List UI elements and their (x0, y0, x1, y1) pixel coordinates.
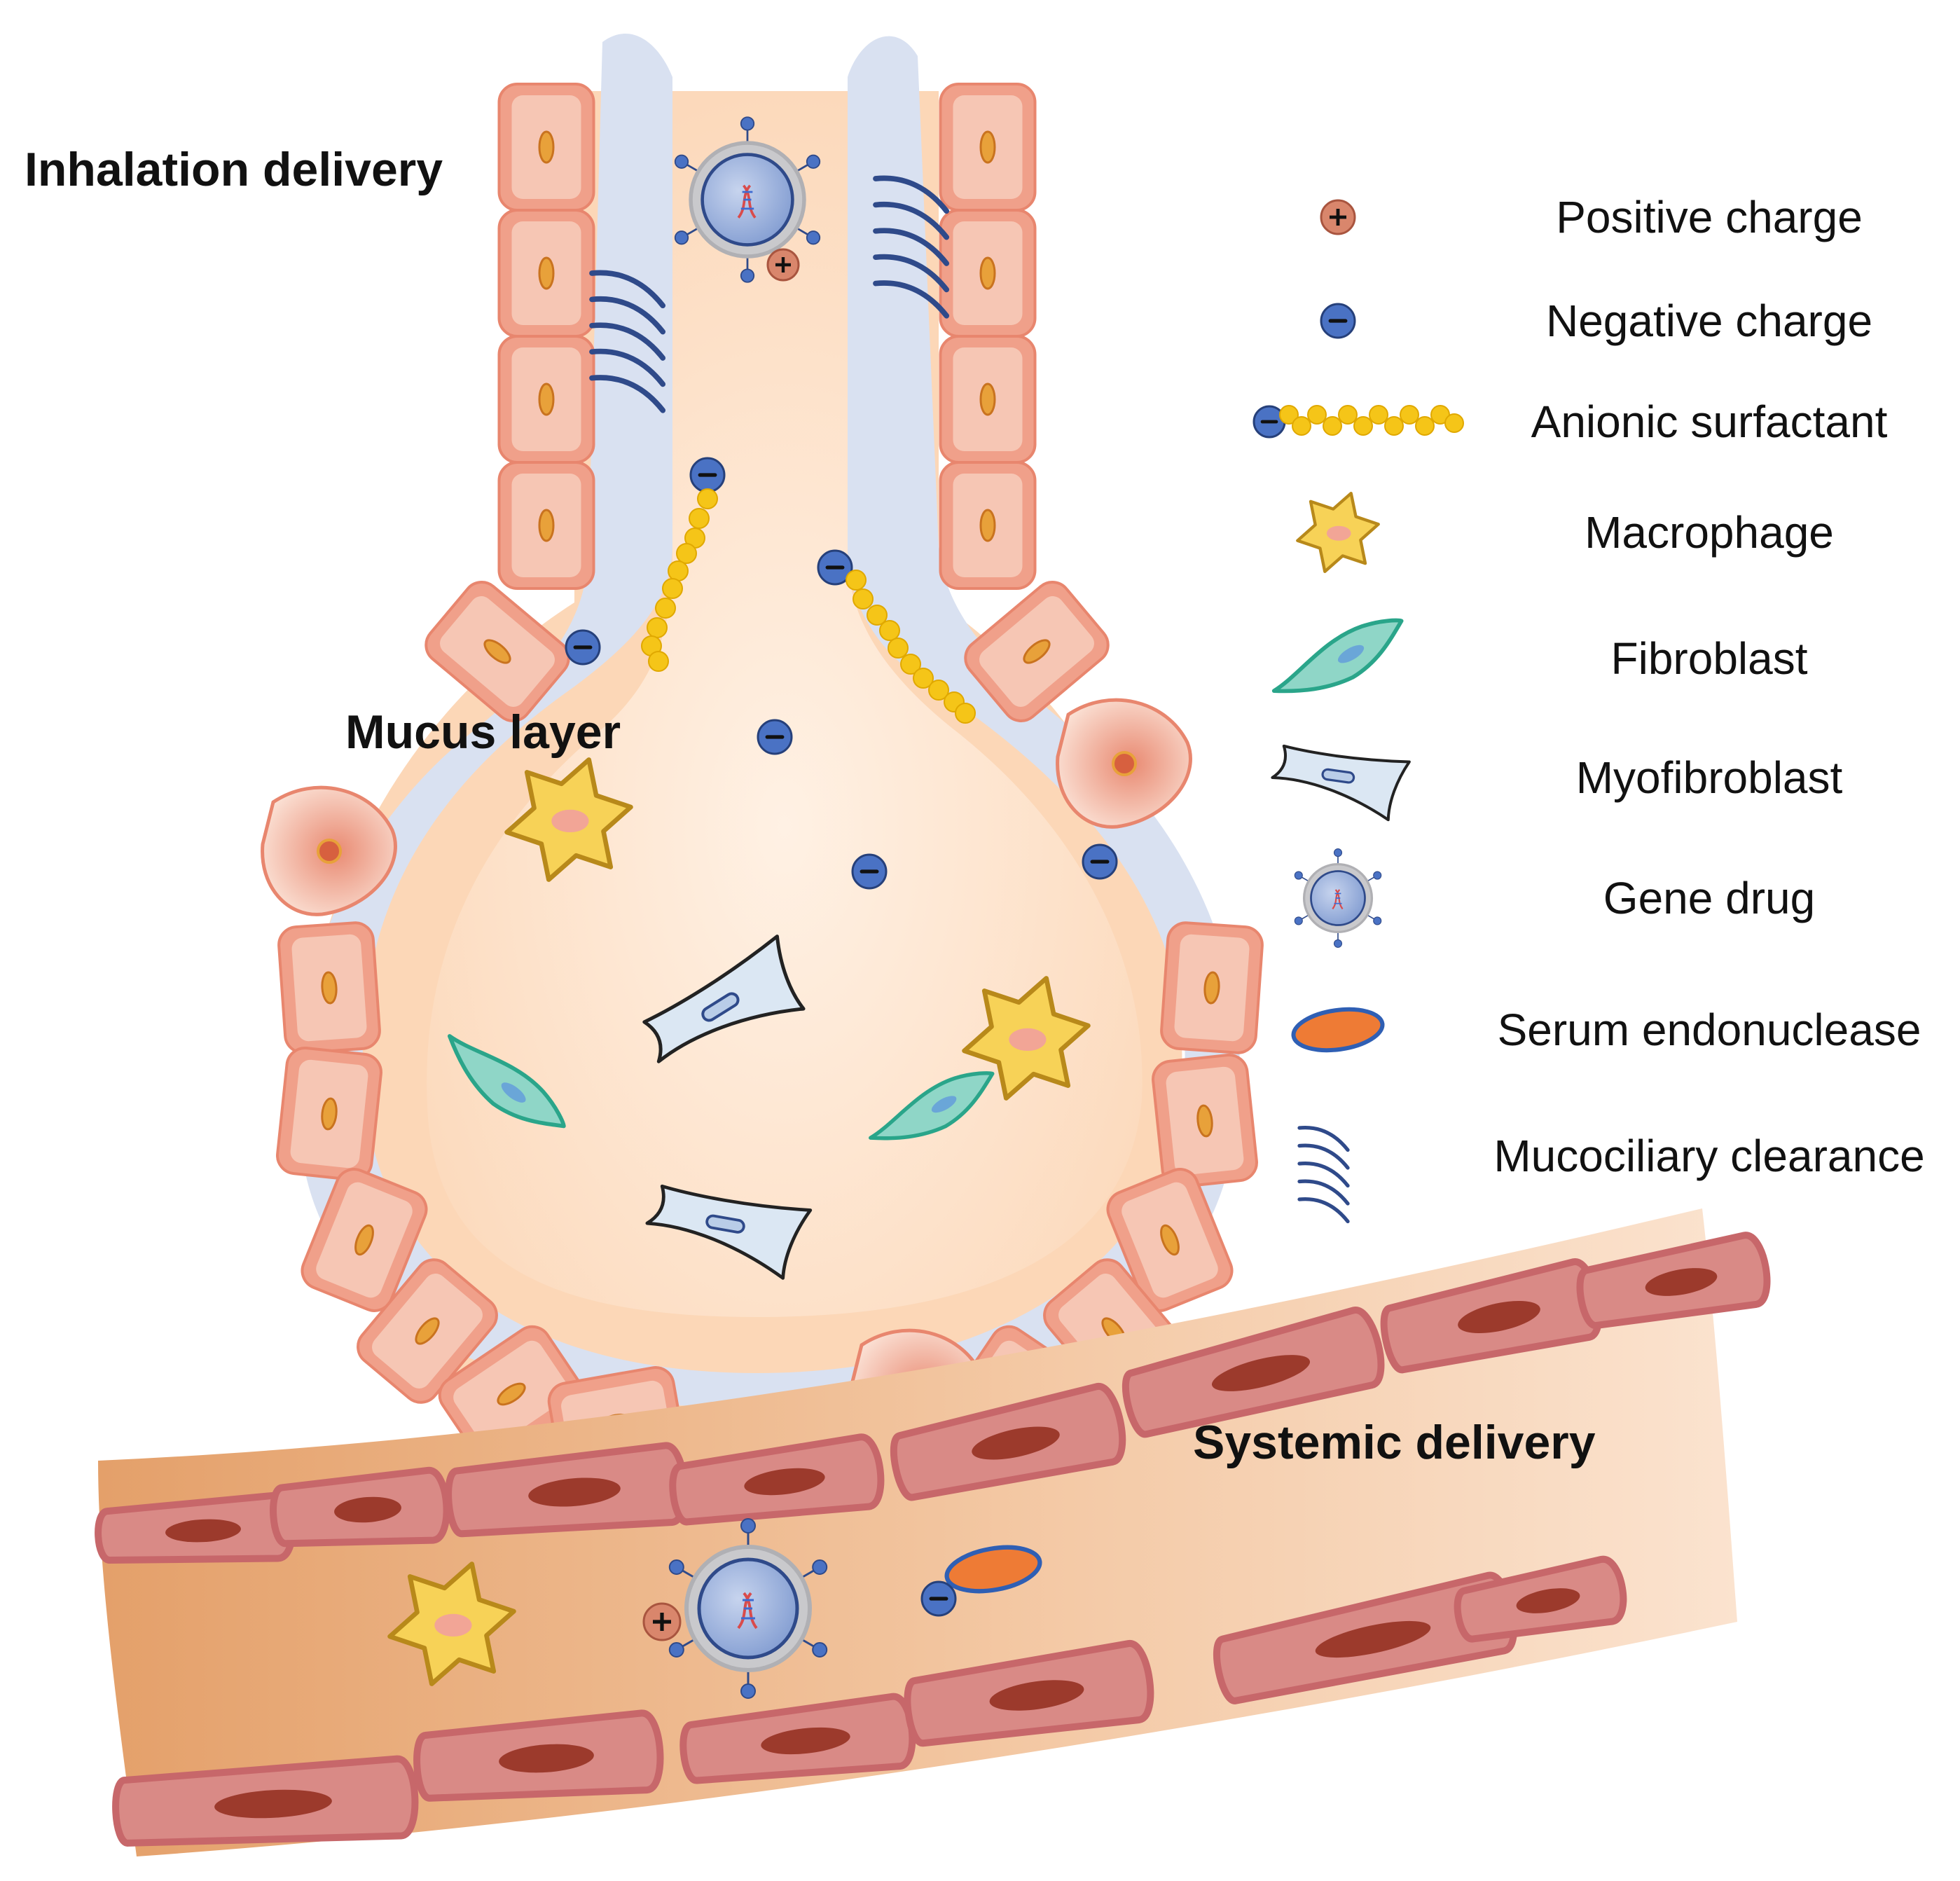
gene-drug-icon (674, 116, 821, 283)
negative-charge-icon (1082, 843, 1118, 880)
endothelial-cell-bottom-6 (1454, 1555, 1627, 1643)
epithelial-cell-left-3 (497, 335, 595, 464)
anionic-surfactant-chain-left (641, 488, 718, 672)
epithelial-cell-lower-left-1 (425, 581, 570, 722)
epithelial-cell-right-2 (939, 209, 1037, 338)
cilia-left (589, 270, 666, 413)
macrophage-icon (962, 976, 1091, 1101)
epithelial-cell-lower-left-5 (357, 1258, 498, 1404)
negative-charge-icon (1320, 303, 1356, 339)
legend-item: Anionic surfactant (1252, 397, 1888, 447)
epithelial-cell-lower-left-6 (438, 1325, 585, 1463)
legend-item: Positive charge (1320, 192, 1863, 242)
endothelial-cell-top-1 (95, 1491, 296, 1564)
epithelial-cell-lower-left-2 (277, 921, 381, 1054)
legend-label: Fibroblast (1611, 633, 1808, 684)
negative-charge-icon (920, 1580, 957, 1617)
blood-vessel (95, 1208, 1771, 1856)
endothelial-cell-bottom-2 (413, 1709, 664, 1802)
negative-charge-icon (851, 853, 888, 890)
alveolar-cell-2 (1056, 698, 1192, 829)
endothelial-cell-top-6 (1122, 1307, 1385, 1438)
epithelial-cell-lower-left-4 (301, 1168, 428, 1312)
endothelial-cell-top-8 (1576, 1232, 1771, 1329)
legend-label: Serum endonuclease (1498, 1005, 1921, 1055)
negative-charge-icon (689, 457, 726, 493)
legend-item: Macrophage (1296, 491, 1834, 574)
epithelial-cell-right-3 (939, 335, 1037, 464)
epithelial-cell-lower-right-2 (1160, 921, 1264, 1054)
legend-label: Macrophage (1585, 507, 1834, 558)
alveolar-lumen (427, 91, 1143, 1317)
endothelial-cell-bottom-4 (904, 1640, 1154, 1747)
fibroblast-icon (1271, 618, 1404, 694)
gene-drug-icon (1294, 848, 1382, 948)
epithelial-cell-left-4 (497, 461, 595, 590)
legend-item: Negative charge (1320, 296, 1872, 346)
legend-item: Myofibroblast (1271, 744, 1843, 822)
legend-item: Serum endonuclease (1291, 1005, 1921, 1055)
negative-charge-icon (1252, 405, 1286, 439)
endothelial-cell-bottom-1 (112, 1755, 419, 1847)
gene-drug-icon (668, 1518, 828, 1699)
serum-endonuclease-icon (1291, 1007, 1385, 1053)
macrophage-icon (387, 1562, 516, 1686)
legend-label: Positive charge (1556, 192, 1863, 242)
negative-charge-icon (565, 629, 601, 666)
positive-charge-icon (766, 248, 800, 282)
positive-charge-icon (642, 1602, 682, 1641)
myofibroblast-icon (645, 1184, 813, 1280)
fibroblast-icon (447, 1034, 566, 1129)
legend-label: Mucociliary clearance (1493, 1131, 1924, 1181)
endothelial-cell-top-7 (1380, 1258, 1603, 1374)
epithelial-cell-lower-right-4 (1106, 1168, 1234, 1312)
inhalation-delivery-label: Inhalation delivery (25, 143, 443, 196)
serum-endonuclease-icon (944, 1545, 1042, 1594)
epithelial-cell-lower-right-1 (964, 581, 1110, 722)
diagram-items (387, 116, 1118, 1699)
macrophage-icon (504, 757, 633, 882)
epithelial-cell-lower-right-3 (1152, 1054, 1258, 1188)
mucus-layer-label: Mucus layer (345, 705, 621, 759)
legend-item: Mucociliary clearance (1297, 1125, 1925, 1224)
epithelial-cell-right-1 (939, 83, 1037, 212)
positive-charge-icon (1320, 199, 1356, 235)
legend-label: Anionic surfactant (1531, 397, 1888, 447)
endothelial-cell-top-2 (270, 1466, 450, 1548)
negative-charge-icon (757, 719, 793, 755)
myofibroblast-icon (642, 935, 806, 1063)
legend-label: Myofibroblast (1576, 752, 1843, 803)
epithelial-cell-left-1 (497, 83, 595, 212)
endothelial-cell-top-3 (445, 1442, 689, 1538)
macrophage-icon (1296, 491, 1380, 574)
legend-label: Gene drug (1603, 873, 1815, 923)
systemic-delivery-label: Systemic delivery (1193, 1416, 1596, 1469)
mucociliary-clearance-icon (1297, 1125, 1350, 1224)
epithelial-cell-lower-left-3 (276, 1047, 382, 1181)
anionic-surfactant-icon (1279, 405, 1464, 436)
alveolar-cell-1 (261, 785, 397, 916)
epithelial-cell-right-4 (939, 461, 1037, 590)
endothelial-cell-top-5 (890, 1383, 1126, 1501)
fibroblast-icon (869, 1071, 995, 1141)
legend-label: Negative charge (1546, 296, 1872, 346)
endothelial-cell-top-4 (669, 1433, 885, 1526)
negative-charge-icon (817, 549, 853, 586)
myofibroblast-icon (1271, 744, 1411, 822)
epithelial-cell-left-2 (497, 209, 595, 338)
anionic-surfactant-chain-right (846, 570, 976, 724)
legend-item: Fibroblast (1271, 618, 1808, 694)
cilia-right (873, 175, 950, 319)
legend-item: Gene drug (1294, 848, 1815, 948)
